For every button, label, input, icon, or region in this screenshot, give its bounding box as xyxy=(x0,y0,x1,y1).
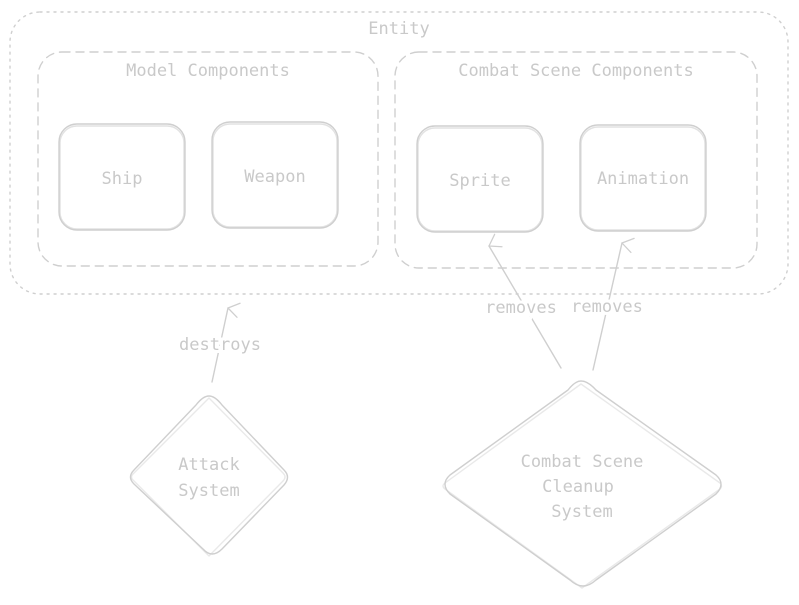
cleanup-system-node[interactable]: Combat Scene Cleanup System xyxy=(442,380,723,589)
combat-scene-components-group: Combat Scene Components Sprite Animation xyxy=(394,51,758,269)
model-components-group: Model Components Ship Weapon xyxy=(37,51,379,267)
removes-sprite-arrow[interactable]: removes xyxy=(482,233,562,369)
weapon-node[interactable]: Weapon xyxy=(211,121,339,229)
sprite-label: Sprite xyxy=(449,171,510,191)
attack-system-label-line2: System xyxy=(178,481,239,501)
entity-container: Entity xyxy=(9,11,789,295)
combat-scene-components-label: Combat Scene Components xyxy=(458,61,693,81)
animation-node[interactable]: Animation xyxy=(579,124,707,232)
cleanup-system-label-line2: Cleanup xyxy=(542,477,614,497)
removes-animation-arrow[interactable]: removes xyxy=(568,237,646,371)
removes-sprite-label: removes xyxy=(485,298,557,318)
model-components-label: Model Components xyxy=(126,61,290,81)
sprite-node[interactable]: Sprite xyxy=(416,125,544,233)
ship-label: Ship xyxy=(102,169,143,189)
animation-label: Animation xyxy=(597,169,689,189)
weapon-label: Weapon xyxy=(244,167,305,187)
cleanup-system-label-line1: Combat Scene xyxy=(521,452,644,472)
attack-system-label-line1: Attack xyxy=(178,455,239,475)
attack-system-node[interactable]: Attack System xyxy=(129,395,289,557)
removes-animation-label: removes xyxy=(571,297,643,317)
destroys-label: destroys xyxy=(179,335,261,355)
ship-node[interactable]: Ship xyxy=(58,123,186,231)
destroys-arrow[interactable]: destroys xyxy=(176,302,264,383)
cleanup-system-label-line3: System xyxy=(551,502,612,522)
entity-label: Entity xyxy=(368,19,429,39)
